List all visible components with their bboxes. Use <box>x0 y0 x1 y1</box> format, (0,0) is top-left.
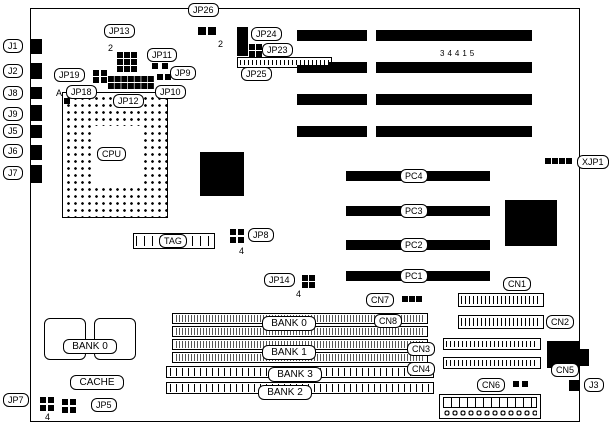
jp9-jumper <box>157 74 171 82</box>
label-cn8: CN8 <box>374 314 403 328</box>
cn5-port-nub <box>575 349 589 366</box>
cn2-header <box>458 315 544 329</box>
jp25-header <box>237 57 332 68</box>
isa-slot-1-left <box>297 30 367 41</box>
label-j3: J3 <box>584 378 604 392</box>
jp11-jumper <box>152 63 168 72</box>
label-jp5: JP5 <box>91 398 117 412</box>
label-jp19: JP19 <box>54 68 85 82</box>
label-tag: TAG <box>159 234 187 248</box>
label-jp10: JP10 <box>155 85 186 99</box>
label-cn3: CN3 <box>407 342 436 356</box>
j3-connector <box>569 380 580 391</box>
pin1-indicator <box>64 98 70 104</box>
jp8-pin-count: 4 <box>239 246 245 256</box>
label-bank1-simm: BANK 1 <box>262 345 316 360</box>
label-jp14: JP14 <box>264 273 295 287</box>
connector-j6 <box>31 145 42 160</box>
label-jp24: JP24 <box>251 27 282 41</box>
label-pc4: PC4 <box>400 169 428 183</box>
isa-slot-2-left <box>297 62 367 73</box>
isa-slot-2-right <box>376 62 532 73</box>
connector-j2 <box>31 63 42 79</box>
isa-slot-4-right <box>376 126 532 137</box>
jp26-pin-count: 2 <box>218 39 224 49</box>
pin-a-marker: A <box>56 88 63 98</box>
connector-j9 <box>31 105 42 121</box>
label-cache: CACHE <box>70 375 124 390</box>
terminal-block-holes <box>443 409 537 417</box>
jp14-jumper <box>302 275 315 288</box>
isa-slot-4-left <box>297 126 367 137</box>
jp7-jumper <box>40 397 54 411</box>
label-jp25: JP25 <box>241 67 272 81</box>
connector-j8 <box>31 87 42 99</box>
jp13-jumper <box>117 52 137 72</box>
cn1-header <box>458 293 544 307</box>
label-jp9: JP9 <box>170 66 196 80</box>
label-bank3-simm: BANK 3 <box>268 367 322 382</box>
jp8-jumper <box>230 229 244 243</box>
jp14-pin-count: 4 <box>296 289 302 299</box>
label-jp7: JP7 <box>3 393 29 407</box>
cn7-header <box>402 296 422 305</box>
label-j7: J7 <box>3 166 23 180</box>
label-jp23: JP23 <box>262 43 293 57</box>
jp23-jumper <box>249 44 262 57</box>
jp26-jumper <box>198 27 216 36</box>
label-jp12: JP12 <box>113 94 144 108</box>
terminal-block-cells <box>443 397 537 408</box>
cn6-header <box>513 381 528 390</box>
label-j5: J5 <box>3 124 23 138</box>
label-pc1: PC1 <box>400 269 428 283</box>
label-cn5: CN5 <box>551 363 580 377</box>
label-cn7: CN7 <box>366 293 395 307</box>
isa-slot-3-right <box>376 94 532 105</box>
cn4-header <box>443 357 541 369</box>
label-cn1: CN1 <box>503 277 532 291</box>
label-bank2-simm: BANK 2 <box>258 385 312 400</box>
label-bank0-cache: BANK 0 <box>63 339 117 354</box>
connector-j1 <box>31 39 42 54</box>
xjp1-jumper <box>545 158 572 165</box>
label-cn6: CN6 <box>477 378 506 392</box>
chipset-chip-2 <box>505 200 557 246</box>
chipset-chip-1 <box>200 152 244 196</box>
label-jp8: JP8 <box>248 228 274 242</box>
isa-slot-1-right <box>376 30 532 41</box>
jp19-jumper <box>93 70 107 83</box>
label-jp18: JP18 <box>66 85 97 99</box>
label-bank0-simm: BANK 0 <box>262 316 316 331</box>
label-cpu: CPU <box>97 147 127 161</box>
connector-j7 <box>31 165 42 183</box>
label-j9: J9 <box>3 107 23 121</box>
jp7-pin-count: 4 <box>45 412 51 422</box>
isa-slot-3-left <box>297 94 367 105</box>
board-part-number: 34415 <box>440 49 478 58</box>
label-cn2: CN2 <box>546 315 575 329</box>
label-j1: J1 <box>3 39 23 53</box>
label-jp11: JP11 <box>147 48 177 62</box>
jp18-jp10-jumper-row <box>108 76 154 89</box>
label-xjp1: XJP1 <box>577 155 609 169</box>
jp24-connector <box>237 27 248 56</box>
label-jp26: JP26 <box>188 3 219 17</box>
jp13-pin-count: 2 <box>108 43 114 53</box>
jp5-jumper <box>62 399 76 413</box>
cn3-header <box>443 338 541 350</box>
connector-j5 <box>31 125 42 138</box>
label-j6: J6 <box>3 144 23 158</box>
label-j8: J8 <box>3 86 23 100</box>
label-jp13: JP13 <box>104 24 135 38</box>
label-j2: J2 <box>3 64 23 78</box>
terminal-block <box>439 394 541 419</box>
label-cn4: CN4 <box>407 362 436 376</box>
label-pc2: PC2 <box>400 238 428 252</box>
label-pc3: PC3 <box>400 204 428 218</box>
